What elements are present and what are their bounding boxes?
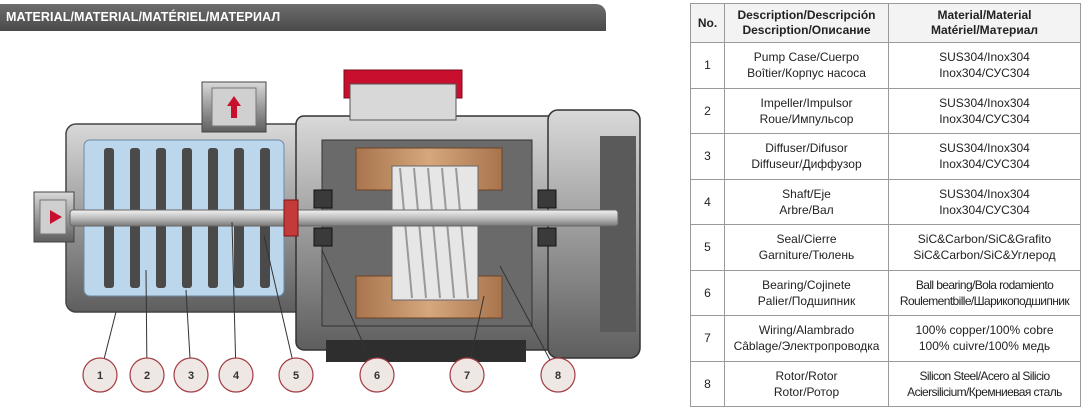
callout-3: 3 [173,357,209,393]
callout-1: 1 [82,357,118,393]
outlet-port [201,81,267,133]
mechanical-seal [283,199,299,237]
callout-5-label: 5 [293,370,299,382]
callout-2: 2 [129,357,165,393]
pump-cutaway-diagram: 1 2 3 4 5 6 7 8 [33,69,641,393]
callout-4: 4 [218,357,254,393]
callout-1-label: 1 [97,370,103,382]
header-no: No. [690,3,725,43]
bearings [313,189,557,247]
callout-6-label: 6 [374,370,380,382]
shaft [69,209,619,227]
row-no: 2 [690,87,725,134]
callout-5: 5 [278,357,314,393]
row-no: 8 [690,360,725,407]
fan-cover [547,109,641,359]
row-no: 6 [690,269,725,316]
callout-7-label: 7 [464,370,470,382]
inlet-arrow-icon [50,210,62,224]
row-no: 3 [690,133,725,180]
outlet-arrow-icon [227,96,241,106]
inlet-port [33,191,75,243]
callout-8: 8 [540,357,576,393]
row-no: 4 [690,178,725,225]
callout-8-label: 8 [555,370,561,382]
rotor [391,165,479,301]
row-no: 1 [690,42,725,89]
callout-4-label: 4 [233,370,240,382]
callout-7: 7 [449,357,485,393]
callout-2-label: 2 [144,370,150,382]
section-title: MATERIAL/MATERIAL/MATÉRIEL/МАТЕРИАЛ [6,10,281,24]
section-title-bar: MATERIAL/MATERIAL/MATÉRIEL/МАТЕРИАЛ [0,4,606,31]
callout-3-label: 3 [188,370,194,382]
row-no: 5 [690,224,725,271]
callout-6: 6 [359,357,395,393]
row-no: 7 [690,315,725,362]
